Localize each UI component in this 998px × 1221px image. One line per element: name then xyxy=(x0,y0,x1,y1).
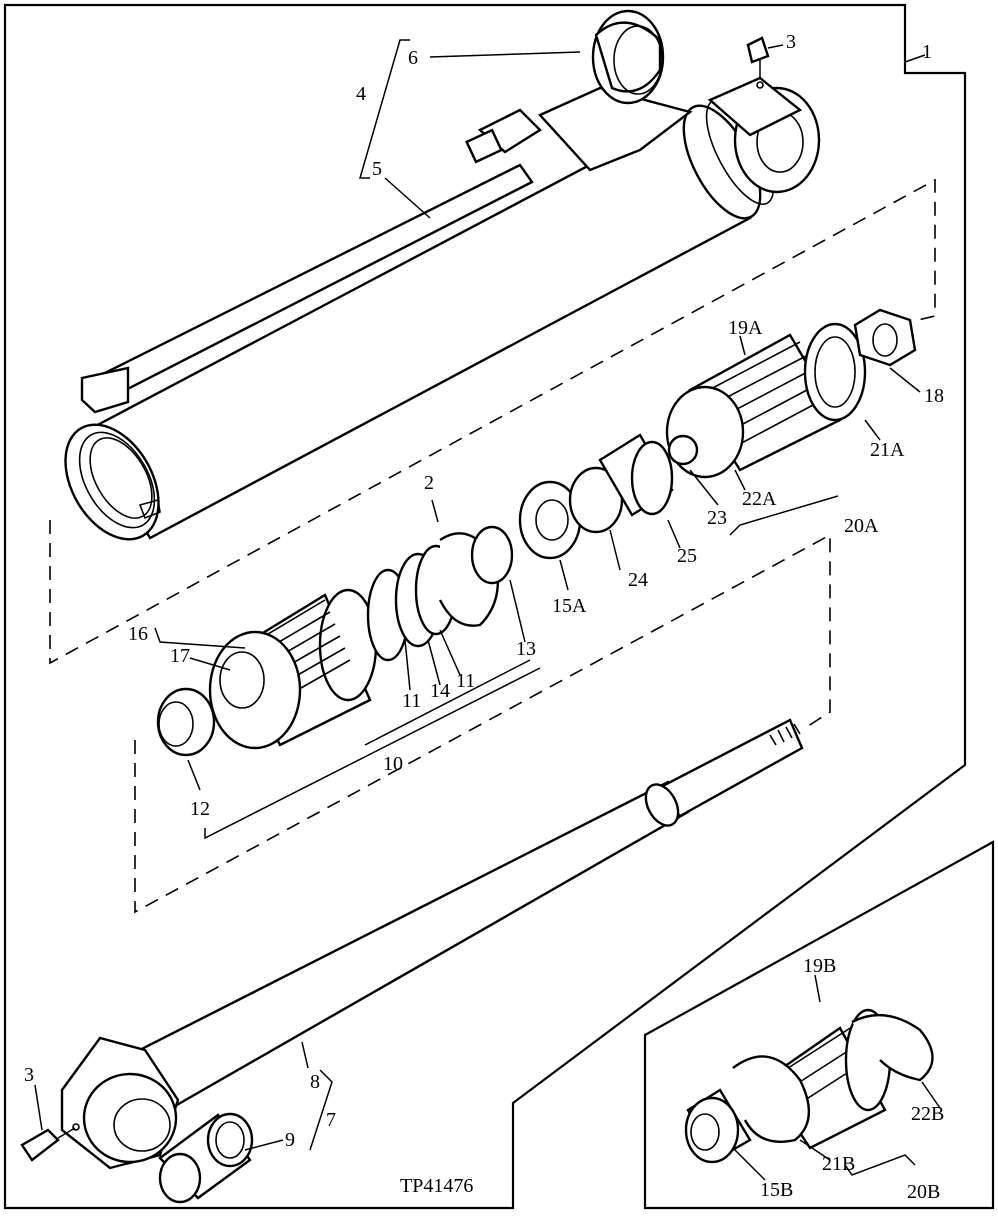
callout-6: 6 xyxy=(408,47,418,69)
cylinder-barrel xyxy=(64,76,821,541)
callout-3-bottom: 3 xyxy=(24,1064,34,1086)
gland xyxy=(208,588,378,750)
callout-18: 18 xyxy=(924,385,944,407)
spacer-25 xyxy=(598,433,674,517)
callout-20A: 20A xyxy=(844,515,879,537)
callout-22A: 22A xyxy=(742,488,777,510)
bushing-upper xyxy=(591,9,665,105)
callout-22B: 22B xyxy=(911,1103,944,1125)
grease-fitting-top xyxy=(746,36,770,89)
callout-4: 4 xyxy=(356,83,366,105)
callout-17: 17 xyxy=(170,645,190,667)
guide-barrel xyxy=(49,178,936,665)
callout-13: 13 xyxy=(516,638,536,660)
bushing-lower xyxy=(158,1112,254,1204)
callout-5: 5 xyxy=(372,158,382,180)
callout-19B: 19B xyxy=(803,955,836,977)
callout-24: 24 xyxy=(628,569,648,591)
figure-code: TP41476 xyxy=(400,1175,473,1197)
piston xyxy=(665,322,867,479)
callout-11-b: 11 xyxy=(456,670,475,692)
callout-7: 7 xyxy=(326,1109,336,1131)
callout-21B: 21B xyxy=(822,1153,855,1175)
callout-10: 10 xyxy=(383,753,403,775)
callout-8: 8 xyxy=(310,1071,320,1093)
callout-15B: 15B xyxy=(760,1179,793,1201)
callout-12: 12 xyxy=(190,798,210,820)
retaining-ring xyxy=(470,525,514,585)
leader-lines xyxy=(34,39,941,1181)
callout-1: 1 xyxy=(922,41,932,63)
callout-11-a: 11 xyxy=(402,690,421,712)
piston-nut xyxy=(853,308,917,367)
callout-19A: 19A xyxy=(728,317,763,339)
group-frame xyxy=(3,3,967,1210)
callout-23: 23 xyxy=(707,507,727,529)
callout-14: 14 xyxy=(430,680,450,702)
callout-21A: 21A xyxy=(870,439,905,461)
callout-20B: 20B xyxy=(907,1181,940,1203)
callout-15A: 15A xyxy=(552,595,587,617)
spacer-alt xyxy=(684,1088,752,1164)
callout-9: 9 xyxy=(285,1129,295,1151)
split-ring-alt xyxy=(732,1055,811,1143)
piston-rod xyxy=(60,718,804,1170)
callout-16: 16 xyxy=(128,623,148,645)
wiper-seal xyxy=(156,687,216,757)
callout-2: 2 xyxy=(424,472,434,494)
grease-fitting-bottom xyxy=(20,1123,80,1162)
inset-frame xyxy=(643,840,995,1210)
callout-3-top: 3 xyxy=(786,31,796,53)
callout-25: 25 xyxy=(677,545,697,567)
